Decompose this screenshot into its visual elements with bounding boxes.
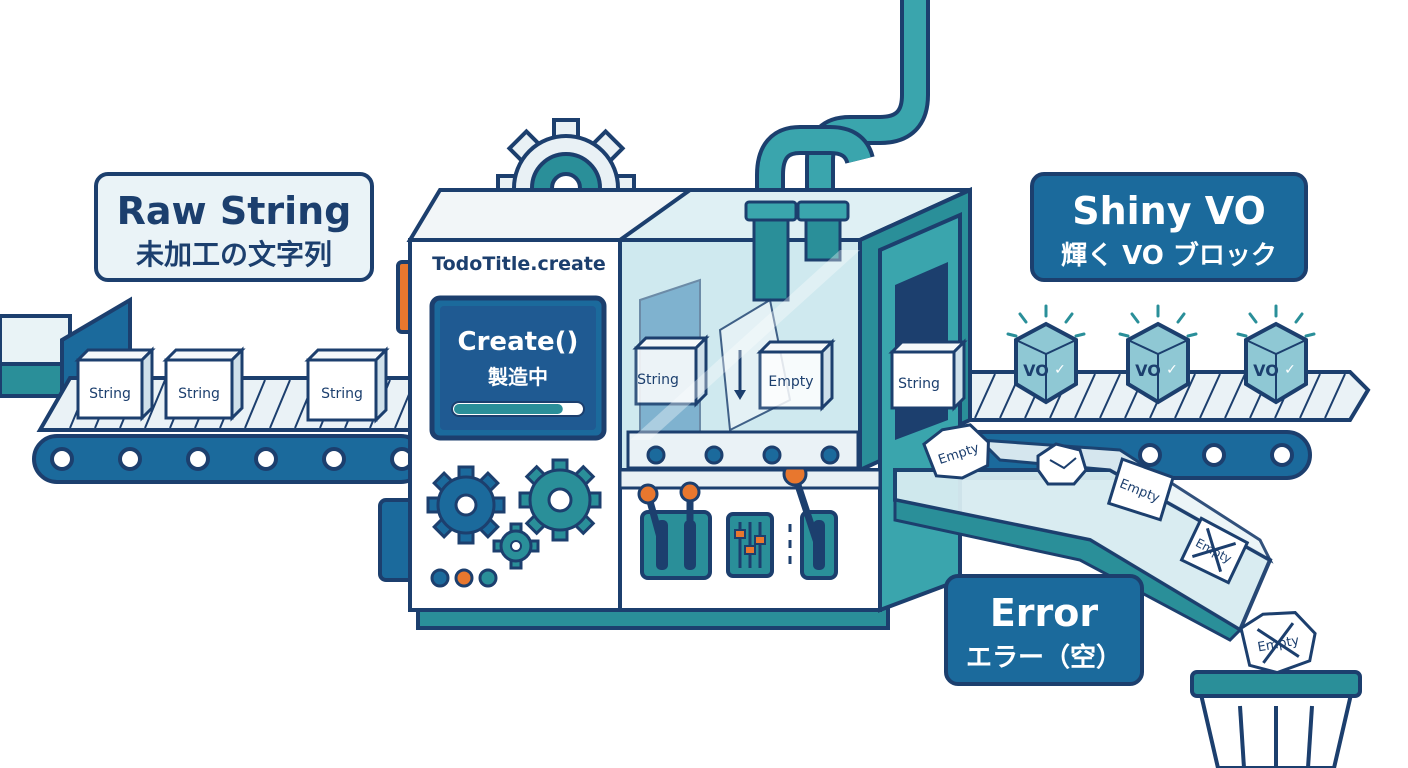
trash-can-icon: Empty: [1190, 611, 1362, 768]
slider-handle[interactable]: [744, 545, 756, 555]
vo-label: VO: [1135, 361, 1161, 380]
slider-handle[interactable]: [754, 535, 766, 545]
input-belt-base: [32, 434, 426, 484]
indicator-light: [478, 568, 498, 588]
exit-box-label: String: [898, 376, 940, 392]
cross-icon: [1191, 527, 1237, 573]
input-box: String: [304, 346, 390, 424]
machine-name: TodoTitle.create: [432, 253, 606, 275]
chamber-interior: String Empty: [626, 200, 860, 470]
error-title: Error: [990, 591, 1099, 635]
shiny-vo-label: Shiny VO 輝く VO ブロック: [1030, 172, 1308, 282]
input-box-label: String: [178, 386, 220, 402]
vo-block: VO ✓: [1118, 304, 1198, 405]
feed-chute: [0, 314, 72, 366]
input-box-label: String: [89, 386, 131, 402]
crumpled-paper-icon: [1036, 442, 1088, 486]
lever-slot: [637, 481, 712, 580]
input-box: String: [74, 346, 156, 422]
screen-title: Create(): [458, 327, 579, 357]
indicator-light: [454, 568, 474, 588]
chamber-box: Empty: [756, 338, 836, 412]
screen-status: 製造中: [488, 365, 548, 389]
error-subtitle: エラー（空）: [966, 642, 1122, 673]
crumpled-item: Empty: [1179, 516, 1250, 585]
crumpled-item: Empty: [922, 423, 990, 480]
indicator-light: [430, 568, 450, 588]
check-icon: ✓: [1284, 362, 1296, 378]
small-gear-icon: [492, 522, 540, 570]
slider-panel: [726, 512, 774, 578]
vo-label: VO: [1253, 361, 1279, 380]
input-box-label: String: [321, 386, 363, 402]
chamber-box-label: Empty: [768, 374, 813, 390]
slider-handle[interactable]: [734, 529, 746, 539]
raw-string-label: Raw String 未加工の文字列: [94, 172, 374, 282]
crumpled-item: Empty: [1106, 457, 1175, 522]
check-icon: ✓: [1054, 362, 1066, 378]
exit-box: String: [888, 338, 968, 412]
shiny-vo-subtitle: 輝く VO ブロック: [1061, 240, 1277, 271]
error-label: Error エラー（空）: [944, 574, 1144, 686]
vo-block: VO ✓: [1006, 304, 1086, 405]
feed-pipes: [755, 0, 930, 210]
input-belt-rollers: [50, 447, 414, 471]
raw-string-title: Raw String: [117, 189, 352, 233]
crumpled-item: Empty: [1239, 611, 1317, 675]
chamber-box: String: [632, 334, 710, 408]
error-chute: Empty Empty Empty: [893, 423, 1274, 642]
panel-gear-icon: [518, 458, 602, 542]
vo-block: VO ✓: [1236, 304, 1316, 405]
panel-gear-icon: [426, 465, 506, 545]
output-belt-rollers: [1138, 443, 1294, 467]
progress-fill: [454, 404, 563, 414]
lever-knob[interactable]: [637, 483, 659, 505]
factory-machine: TodoTitle.create Create() 製造中: [378, 186, 972, 630]
vo-label: VO: [1023, 361, 1049, 380]
input-conveyor: String String String: [0, 296, 426, 484]
raw-string-subtitle: 未加工の文字列: [136, 238, 332, 271]
shiny-vo-title: Shiny VO: [1072, 189, 1266, 233]
input-box: String: [162, 346, 246, 422]
check-icon: ✓: [1166, 362, 1178, 378]
cross-icon: [1256, 622, 1300, 664]
chamber-box-label: String: [637, 372, 679, 388]
lever-knob[interactable]: [679, 481, 701, 503]
